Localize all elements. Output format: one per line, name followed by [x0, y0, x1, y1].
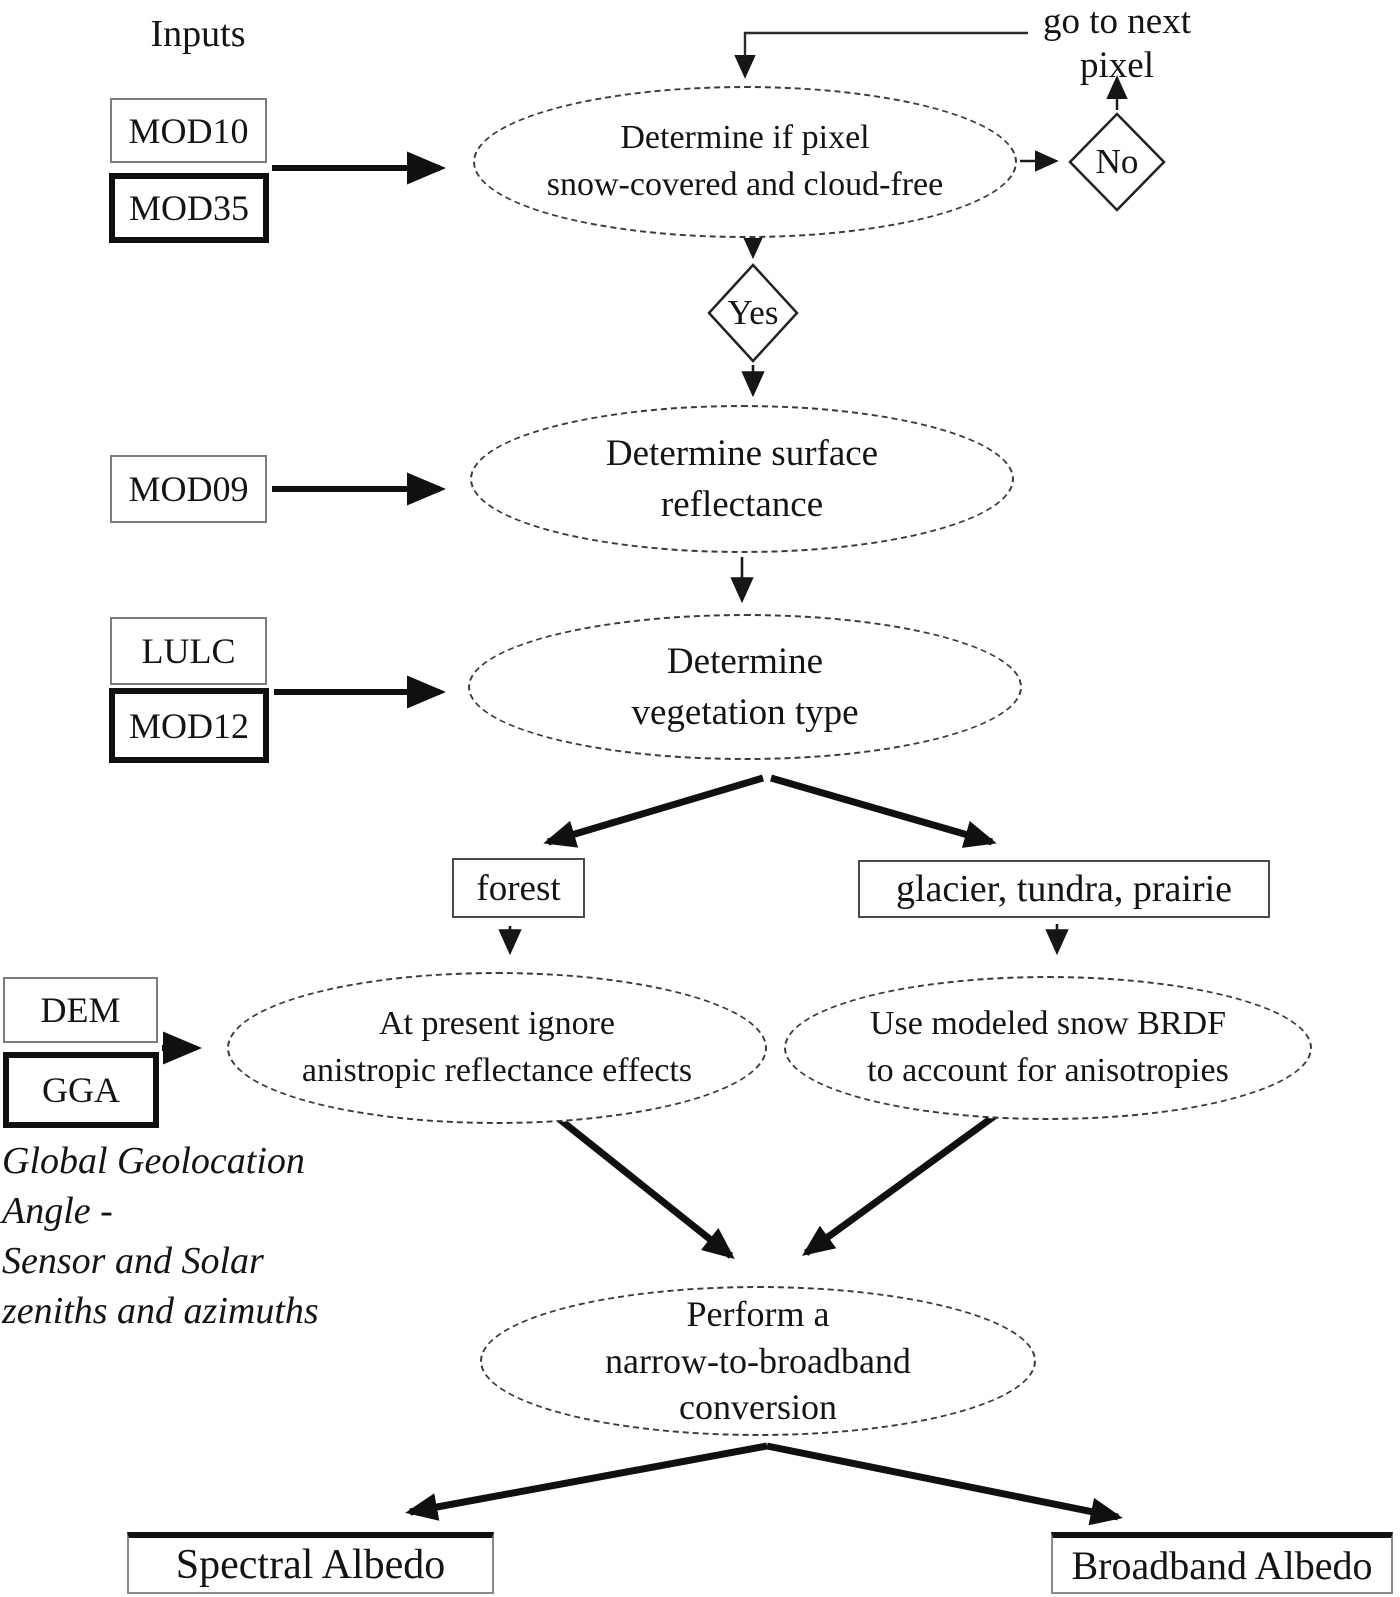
arrow-conversion-to-spectral: [405, 1442, 768, 1521]
arrow-vegetation-to-forest: [543, 774, 764, 848]
decision-yes-diamond: Yes: [706, 263, 800, 363]
input-box-mod35: MOD35: [109, 173, 269, 243]
process-determine-snow-cloud: Determine if pixel snow-covered and clou…: [473, 86, 1017, 238]
arrow-conversion-to-broadband: [766, 1442, 1123, 1526]
no-diamond-shape: [1068, 112, 1166, 212]
vegetation-line1: Determine: [666, 640, 824, 682]
arrow-brdf-to-conversion: [802, 1109, 1003, 1256]
vegetation-line2: vegetation type: [631, 692, 859, 733]
gga-note-line1: Global Geolocation: [2, 1140, 305, 1182]
gga-note-line2: Angle -: [2, 1190, 113, 1233]
go-to-next-pixel-line1: go to next: [1043, 1, 1191, 42]
conversion-line3: conversion: [679, 1387, 837, 1428]
ignore-line1: At present ignore: [378, 1005, 616, 1043]
input-box-mod09: MOD09: [110, 455, 267, 523]
brdf-line1: Use modeled snow BRDF: [869, 1005, 1227, 1043]
conversion-line2: narrow-to-broadband: [605, 1340, 911, 1381]
output-box-spectral-albedo: Spectral Albedo: [127, 1532, 494, 1594]
go-to-next-pixel-line2: pixel: [1080, 44, 1154, 86]
gga-note: Global Geolocation Angle - Sensor and So…: [2, 1136, 319, 1337]
branch-box-glacier-tundra-prairie: glacier, tundra, prairie: [858, 860, 1270, 918]
snow-cloud-line1: Determine if pixel: [620, 119, 870, 157]
surface-line1: Determine surface: [605, 432, 879, 474]
yes-diamond-shape: [707, 263, 799, 363]
input-box-dem: DEM: [3, 977, 158, 1043]
decision-yes-label: Yes: [727, 293, 779, 332]
process-snow-brdf: Use modeled snow BRDF to account for ani…: [784, 976, 1312, 1120]
brdf-line2: to account for anisotropies: [867, 1052, 1229, 1089]
gga-note-line3: Sensor and Solar: [2, 1240, 264, 1283]
arrow-loop-to-snowcheck: [734, 31, 1028, 79]
gga-note-line4: zeniths and azimuths: [2, 1290, 319, 1333]
output-box-broadband-albedo: Broadband Albedo: [1051, 1532, 1393, 1594]
arrow-vegetation-to-glacier: [770, 774, 997, 848]
process-determine-surface-reflectance: Determine surface reflectance: [470, 405, 1014, 553]
decision-no-label: No: [1095, 142, 1139, 181]
snow-cloud-line2: snow-covered and cloud-free: [546, 166, 944, 203]
input-box-gga: GGA: [3, 1052, 159, 1128]
process-determine-vegetation-type: Determine vegetation type: [468, 614, 1022, 760]
surface-line2: reflectance: [660, 484, 824, 525]
inputs-header: Inputs: [150, 13, 246, 55]
process-narrowband-conversion: Perform a narrow-to-broadband conversion: [480, 1286, 1036, 1436]
process-ignore-anisotropic: At present ignore anistropic reflectance…: [227, 972, 767, 1124]
input-box-mod12: MOD12: [109, 688, 269, 763]
input-box-lulc: LULC: [110, 617, 267, 685]
branch-box-forest: forest: [452, 858, 585, 918]
arrow-ignore-to-conversion: [555, 1115, 735, 1260]
conversion-line1: Perform a: [686, 1293, 830, 1334]
ignore-line2: anistropic reflectance effects: [301, 1052, 693, 1089]
input-box-mod10: MOD10: [110, 98, 267, 163]
decision-no-diamond: No: [1067, 112, 1167, 212]
go-to-next-pixel-label: go to next pixel: [1022, 0, 1212, 87]
